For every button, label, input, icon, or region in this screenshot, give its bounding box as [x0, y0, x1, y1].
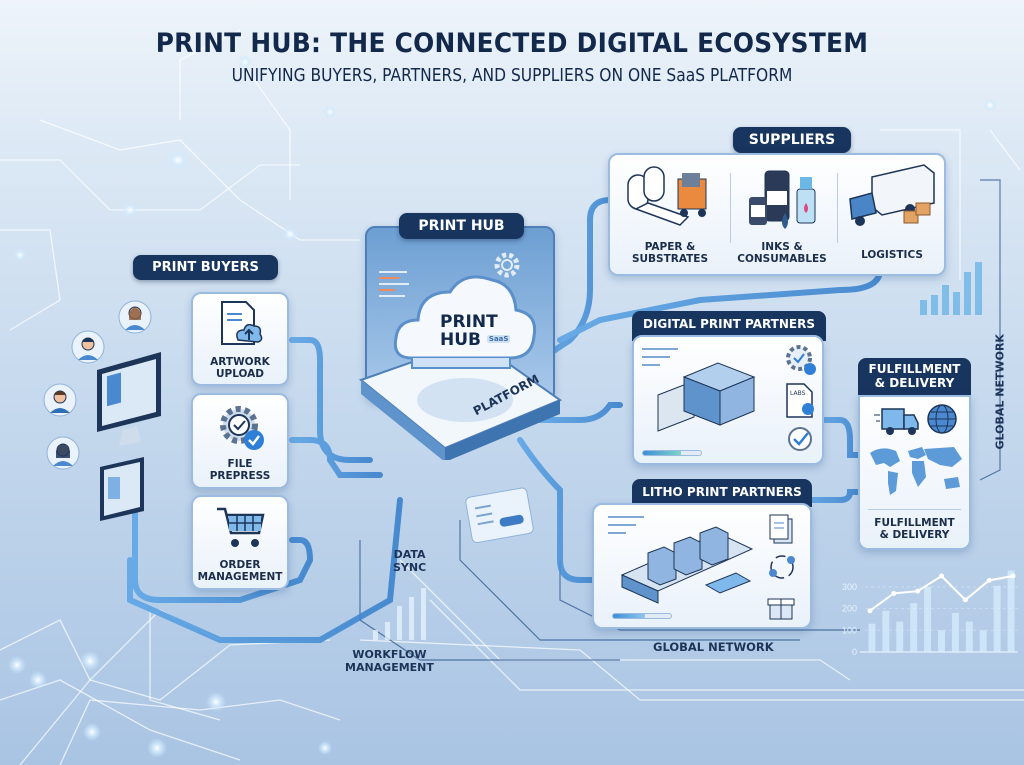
chart-bar: [882, 610, 890, 652]
divider: [868, 509, 961, 510]
page-subtitle: UNIFYING BUYERS, PARTNERS, AND SUPPLIERS…: [231, 65, 793, 86]
chart-bar: [993, 585, 1001, 652]
chart-point: [986, 577, 992, 583]
cloud-title: PRINT HUB SaaS: [440, 312, 511, 350]
page-title: PRINT HUB: THE CONNECTED DIGITAL ECOSYST…: [155, 28, 869, 59]
digital-print-partners-panel: LABS: [632, 335, 824, 465]
paper-rolls-forklift-icon: [622, 165, 718, 238]
paper-substrates-label: PAPER &SUBSTRATES: [631, 241, 709, 266]
litho-progress-fill: [613, 614, 645, 618]
chart-bar: [1007, 570, 1015, 652]
litho-print-partners-label: LITHO PRINT PARTNERS: [632, 479, 812, 507]
artwork-upload-icon: [218, 300, 264, 355]
chart-point: [891, 590, 897, 596]
check-circle-icon: [786, 425, 816, 460]
chart-bar: [951, 612, 959, 652]
user-male-icon: [43, 383, 77, 422]
fulfillment-footer-label: FULFILLMENT& DELIVERY: [874, 517, 955, 542]
print-hub-label: PRINT HUB: [399, 213, 524, 239]
user-female-icon: [46, 436, 80, 475]
chart-bar: [868, 623, 876, 652]
chart-bar: [896, 621, 904, 652]
document-stack-icon: [768, 513, 796, 552]
litho-progress-bar: [612, 613, 672, 619]
gift-box-icon: [766, 591, 796, 626]
labs-document-icon: LABS: [784, 381, 818, 426]
global-network-label: GLOBAL NETWORK: [653, 640, 774, 654]
inks-consumables-label: INKS &CONSUMABLES: [737, 241, 827, 266]
chart-bar: [910, 603, 918, 652]
divider: [837, 173, 838, 243]
digital-progress-bar: [642, 450, 702, 456]
shopping-cart-icon: [215, 505, 267, 556]
globe-icon: [926, 403, 958, 440]
fulfillment-header: FULFILLMENT& DELIVERY: [858, 358, 971, 400]
chart-bar: [965, 621, 973, 652]
tablet-icon: [96, 455, 148, 530]
delivery-truck-icon: [874, 405, 920, 442]
desktop-monitor-icon: [93, 350, 165, 455]
user-female-icon: [118, 300, 152, 339]
chart-point: [939, 573, 944, 579]
sync-cycle-icon: [766, 551, 798, 588]
chart-bar: [979, 630, 987, 652]
text-lines-icon: [640, 345, 680, 376]
gear-check-icon: [217, 401, 267, 458]
header: PRINT HUB: THE CONNECTED DIGITAL ECOSYST…: [0, 28, 1024, 86]
gear-check-icon: [784, 343, 818, 382]
gear-icon: [492, 250, 522, 285]
print-buyers-label: PRINT BUYERS: [133, 255, 278, 280]
user-male-icon: [71, 330, 105, 369]
chart-y-tick: 300: [842, 582, 857, 592]
chart-y-tick: 200: [842, 604, 857, 614]
litho-press-icon: [618, 519, 758, 614]
digital-press-icon: [654, 355, 764, 440]
digital-progress-fill: [643, 451, 681, 455]
chart-point: [1010, 573, 1016, 579]
chart-y-tick: 0: [852, 647, 857, 657]
suppliers-panel: PAPER &SUBSTRATES INKS &CONSUMABLES LOGI…: [608, 153, 946, 276]
ink-bottles-icon: [745, 163, 825, 238]
divider: [730, 173, 731, 243]
chart-y-tick: 100: [842, 625, 857, 635]
chart-point: [867, 608, 873, 614]
code-lines-icon: [377, 268, 417, 333]
labs-text: LABS: [790, 390, 806, 397]
chart-bar: [924, 586, 932, 652]
chart-point: [915, 588, 921, 594]
fulfillment-panel: FULFILLMENT& DELIVERY: [858, 395, 971, 550]
suppliers-label: SUPPLIERS: [733, 127, 851, 153]
saas-badge: SaaS: [486, 335, 511, 344]
digital-print-partners-label: DIGITAL PRINT PARTNERS: [632, 311, 826, 341]
litho-print-partners-panel: [592, 503, 812, 629]
chart-point: [962, 597, 968, 603]
decorative-bar-chart: 0 100 200 300: [842, 570, 1018, 657]
chart-bar: [938, 630, 945, 652]
logistics-label: LOGISTICS: [861, 249, 923, 261]
delivery-truck-icon: [844, 163, 940, 240]
world-map-icon: [866, 443, 966, 508]
text-lines-icon: [606, 513, 646, 544]
global-network-vertical-label: GLOBAL NETWORK: [993, 334, 1007, 450]
